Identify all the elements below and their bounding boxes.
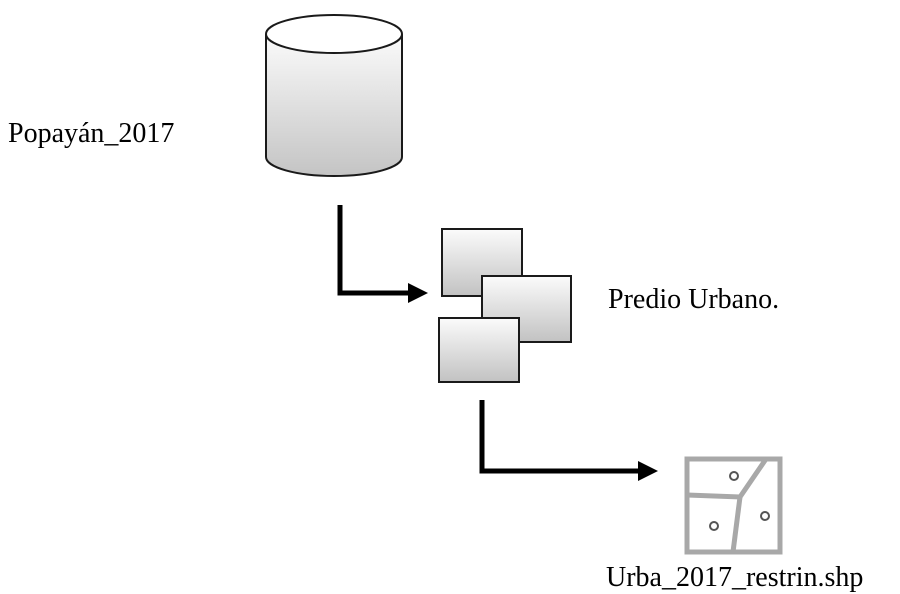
database-label: Popayán_2017 (8, 118, 175, 149)
arrow-layers-to-output (479, 400, 658, 481)
point-marker (760, 511, 770, 521)
database-cylinder-icon (265, 14, 403, 177)
stacked-layers-icon (438, 228, 572, 383)
arrow-db-to-layers (337, 205, 428, 303)
point-marker (709, 521, 719, 531)
output-file-label: Urba_2017_restrin.shp (606, 562, 864, 593)
layers-label: Predio Urbano. (608, 284, 780, 315)
point-marker (729, 471, 739, 481)
shapefile-polygon-icon (684, 456, 783, 555)
